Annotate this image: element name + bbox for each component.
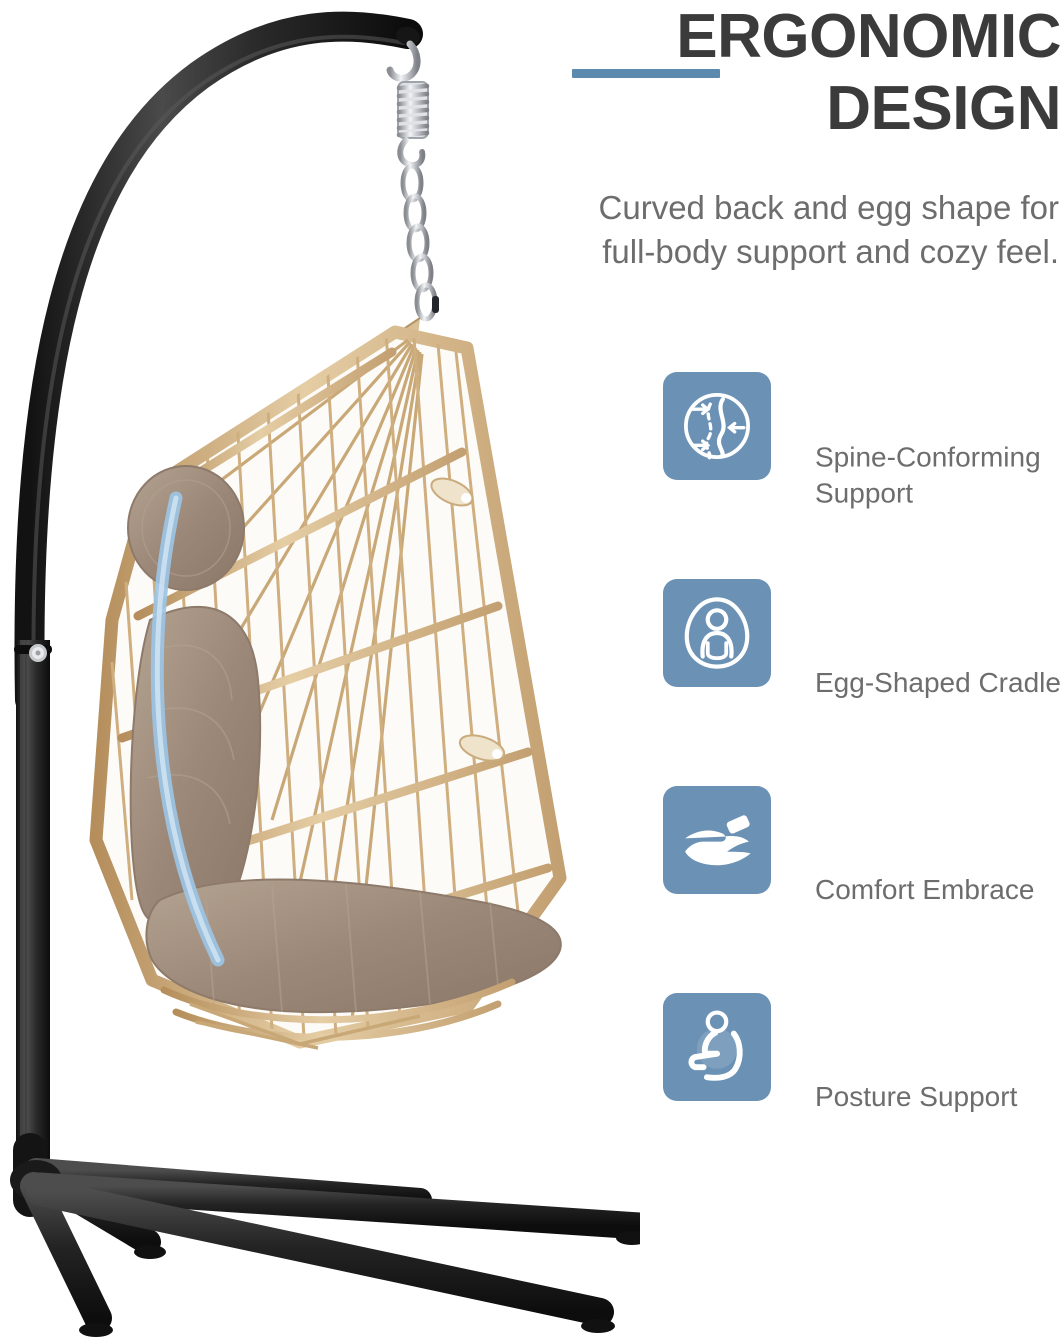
headline-block: ERGONOMIC DESIGN Curved back and egg sha… [430, 0, 1061, 300]
subtitle-line-2: full-body support and cozy feel. [602, 233, 1059, 271]
feature-icon-tile [663, 786, 771, 894]
title-accent-underline [572, 69, 720, 78]
feature-label: Spine-Conforming Support [815, 441, 1041, 509]
feature-icon-tile [663, 993, 771, 1101]
stand-vertical-pole [14, 640, 52, 1180]
feature-label: Comfort Embrace [815, 873, 1035, 905]
product-image [10, 11, 640, 1337]
feature-label: Egg-Shaped Cradle [815, 666, 1061, 698]
pole-joint-bolt [29, 644, 47, 662]
spring-coil [396, 81, 430, 139]
wicker-fan-spokes [167, 338, 424, 1021]
feature-item-spine-conforming-support: Spine-Conforming Support [663, 372, 1061, 579]
stand-feet [79, 1231, 640, 1337]
headrest-pillow [127, 465, 245, 591]
chain [400, 163, 438, 322]
seated-person-icon [688, 1010, 743, 1081]
spine-curve-icon [684, 393, 750, 460]
open-hand-icon [685, 815, 751, 866]
egg-chair [89, 325, 567, 1050]
person-in-egg-icon [684, 597, 750, 669]
feature-list: Spine-Conforming Support Egg-Shaped Crad… [663, 372, 1061, 1200]
feature-item-egg-shaped-cradle: Egg-Shaped Cradle [663, 579, 1061, 786]
bottom-brace [189, 1002, 421, 1050]
feature-icon-tile [663, 579, 771, 687]
subtitle: Curved back and egg shape for full-body … [439, 186, 1059, 274]
feature-icon-tile [663, 372, 771, 480]
page-title-line-1: ERGONOMIC [676, 2, 1061, 71]
feature-item-posture-support: Posture Support [663, 993, 1061, 1200]
seat-cushion [145, 878, 562, 1014]
page-title-line-2: DESIGN [826, 74, 1061, 143]
stand-base [10, 1133, 640, 1337]
feature-label: Posture Support [815, 1080, 1018, 1112]
hanging-hardware [386, 40, 439, 337]
stand-curved-arm [14, 11, 423, 715]
ergonomic-accent-arc [150, 491, 225, 967]
subtitle-line-1: Curved back and egg shape for [598, 189, 1059, 226]
feature-item-comfort-embrace: Comfort Embrace [663, 786, 1061, 993]
